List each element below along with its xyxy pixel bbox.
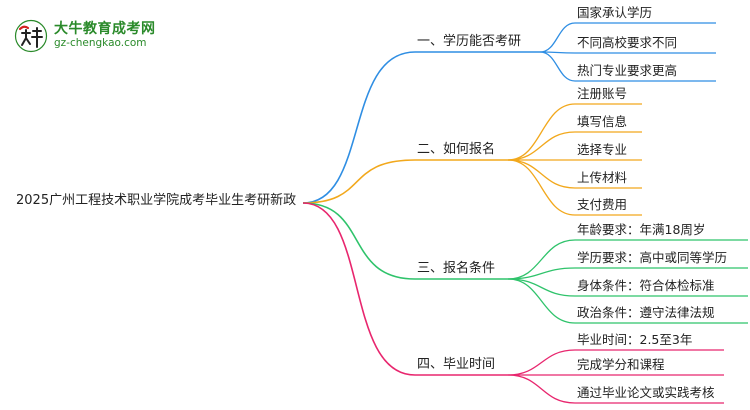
leaf-connector [507,159,576,216]
leaf-connector [507,159,576,189]
leaf-label: 年龄要求：年满18周岁 [577,222,706,237]
root-topic: 2025广州工程技术职业学院成考毕业生考研新政 [16,193,297,208]
branch-label: 二、如何报名 [417,142,496,157]
branch-connector [302,202,416,376]
leaf-label: 政治条件：遵守法律法规 [577,305,715,320]
branch-label: 三、报名条件 [417,261,496,276]
leaf-connector [507,267,576,280]
leaf-connector [507,374,576,404]
branch-connector [302,159,416,204]
leaf-connector [507,278,576,324]
site-logo[interactable]: 大牛教育成考网 gz-chengkao.com [14,15,164,55]
leaf-connector [507,349,576,376]
leaf-label: 身体条件：符合体检标准 [577,278,715,293]
leaf-label: 完成学分和课程 [577,357,665,372]
branch-label: 四、毕业时间 [417,357,496,372]
leaf-connector [539,51,576,82]
leaf-label: 支付费用 [577,197,628,212]
leaf-connector [507,278,576,297]
logo-url: gz-chengkao.com [54,37,147,49]
leaf-label: 毕业时间：2.5至3年 [577,332,693,347]
leaf-connector [507,131,576,161]
leaf-label: 注册账号 [577,86,628,101]
leaf-label: 热门专业要求更高 [577,63,678,78]
leaf-label: 学历要求：高中或同等学历 [577,250,728,265]
leaf-connector [507,239,576,280]
leaf-label: 填写信息 [577,114,628,129]
leaf-label: 上传材料 [577,170,628,185]
leaf-label: 不同高校要求不同 [577,35,678,50]
branch-label: 一、学历能否考研 [417,34,522,49]
leaf-label: 通过毕业论文或实践考核 [577,385,715,400]
leaf-connector [539,22,576,53]
branch-connector [302,51,416,204]
leaf-connector [507,103,576,161]
branch-connector [302,202,416,280]
logo-seal-icon [14,19,48,53]
logo-title: 大牛教育成考网 [54,21,156,37]
leaf-label: 选择专业 [577,142,628,157]
leaf-label: 国家承认学历 [577,5,653,20]
